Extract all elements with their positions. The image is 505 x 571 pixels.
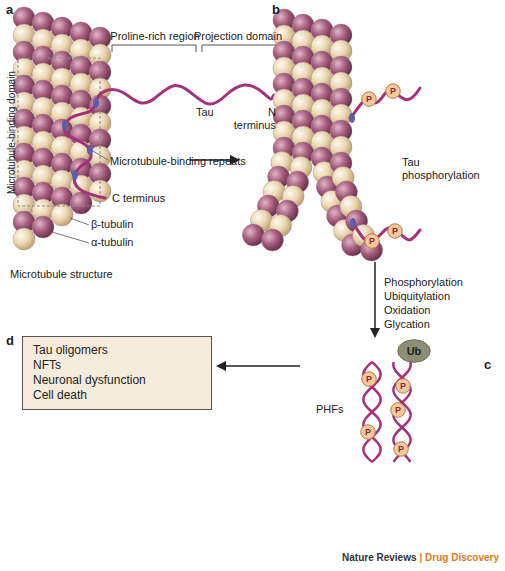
phosphate-circle: P bbox=[390, 402, 406, 418]
terminus-label: N terminus bbox=[230, 106, 276, 132]
process-arrow bbox=[218, 365, 300, 367]
region-bracket bbox=[202, 45, 276, 52]
modification-label: Ubiquitylation bbox=[384, 290, 450, 303]
node-text: P bbox=[366, 375, 372, 384]
node-text: P bbox=[369, 237, 375, 246]
phosphate-circle: P bbox=[393, 441, 409, 457]
node-shape bbox=[362, 372, 377, 387]
binding-repeat bbox=[87, 145, 93, 155]
journal-name: Nature Reviews bbox=[342, 551, 416, 564]
part-label: PHFs bbox=[316, 403, 344, 416]
process-label: Tau phosphorylation bbox=[402, 156, 492, 182]
process-arrow bbox=[374, 262, 376, 336]
ubiquitin-ellipse: Ub bbox=[397, 339, 431, 363]
part-label: β-tubulin bbox=[91, 218, 133, 231]
paired-helical-filaments bbox=[363, 362, 410, 462]
microtubule bbox=[13, 7, 111, 250]
node-text: P bbox=[398, 445, 404, 454]
node-text: P bbox=[392, 227, 398, 236]
protein-label: Tau bbox=[196, 106, 214, 119]
region-label: Projection domain bbox=[193, 30, 283, 43]
terminus-label: C terminus bbox=[112, 192, 165, 205]
phosphate-circle: P bbox=[387, 223, 403, 239]
binding-repeat bbox=[350, 218, 356, 228]
node-shape bbox=[365, 234, 380, 249]
node-shape bbox=[391, 403, 406, 418]
box-text: NFTs bbox=[33, 358, 201, 373]
tau-protein bbox=[352, 222, 420, 241]
leader-line bbox=[70, 218, 89, 225]
binding-domain-outline bbox=[18, 58, 100, 206]
tau-protein bbox=[350, 88, 420, 118]
phosphate-circle: P bbox=[360, 424, 376, 440]
leader-line bbox=[93, 151, 108, 160]
part-label: Microtubule-binding repeats bbox=[110, 155, 246, 168]
modification-label: Phosphorylation bbox=[384, 276, 463, 289]
domain-label: Microtubule-binding domain bbox=[5, 58, 18, 208]
panel-letter: b bbox=[272, 3, 280, 16]
part-label: α-tubulin bbox=[91, 236, 133, 249]
binding-repeat bbox=[72, 170, 78, 180]
node-shape bbox=[396, 379, 411, 394]
phosphate-circle: P bbox=[361, 91, 377, 107]
phosphate-circle: P bbox=[364, 233, 380, 249]
node-text: P bbox=[395, 406, 401, 415]
panel-letter: a bbox=[6, 3, 13, 16]
region-label: Proline-rich region bbox=[100, 30, 210, 43]
phosphate-circle: P bbox=[385, 83, 401, 99]
box-text: Tau oligomers bbox=[33, 343, 201, 358]
node-shape bbox=[362, 92, 377, 107]
phosphate-circle: P bbox=[361, 371, 377, 387]
modification-label: Oxidation bbox=[384, 304, 430, 317]
node-text: P bbox=[366, 95, 372, 104]
node-shape bbox=[386, 84, 401, 99]
node-shape bbox=[361, 425, 376, 440]
part-label: Microtubule structure bbox=[10, 268, 113, 281]
box-text: Neuronal dysfunction bbox=[33, 373, 201, 388]
outcome-box: Tau oligomersNFTsNeuronal dysfunctionCel… bbox=[22, 336, 212, 410]
binding-repeat bbox=[62, 120, 68, 130]
panel-letter: c bbox=[484, 358, 491, 371]
tubulin-subunit bbox=[13, 228, 35, 250]
node-shape bbox=[398, 340, 431, 363]
journal-section: | Drug Discovery bbox=[420, 551, 500, 564]
node-shape bbox=[388, 224, 403, 239]
region-bracket bbox=[112, 45, 196, 52]
node-text: P bbox=[365, 428, 371, 437]
tubulin-subunit bbox=[51, 204, 73, 226]
tubulin-subunit bbox=[261, 229, 283, 251]
leader-line bbox=[52, 232, 89, 243]
node-text: P bbox=[400, 382, 406, 391]
phosphate-circle: P bbox=[395, 378, 411, 394]
tau-protein bbox=[64, 85, 274, 198]
node-shape bbox=[394, 442, 409, 457]
panel-letter: d bbox=[6, 334, 14, 347]
depolymerising-microtubule bbox=[242, 9, 382, 261]
binding-repeat bbox=[349, 113, 355, 123]
modification-label: Glycation bbox=[384, 318, 430, 331]
box-text: Cell death bbox=[33, 388, 201, 403]
binding-repeat bbox=[93, 98, 99, 108]
node-text: P bbox=[390, 87, 396, 96]
tubulin-subunit bbox=[32, 216, 54, 238]
node-text: Ub bbox=[407, 346, 422, 357]
tubulin-subunit bbox=[242, 224, 264, 246]
